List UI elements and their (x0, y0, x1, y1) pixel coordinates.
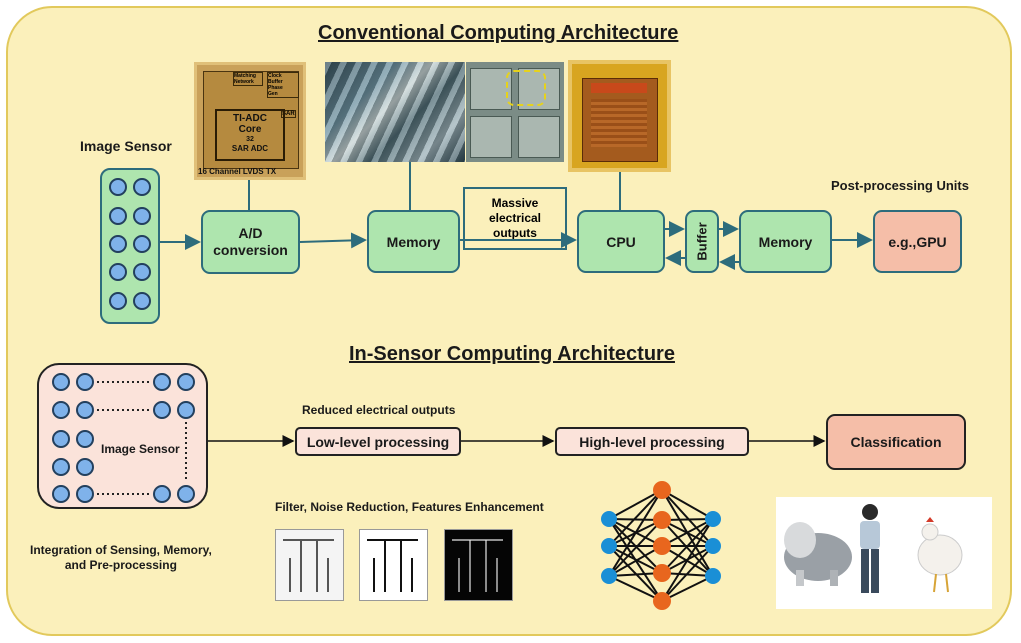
adc-tr-label: Clock Buffer Phase Gen (267, 72, 299, 98)
post-processing-label: Post-processing Units (831, 178, 969, 193)
ad-conversion-label: A/D conversion (213, 225, 288, 258)
reduced-outputs-label: Reduced electrical outputs (302, 403, 456, 417)
ad-conversion-box: A/D conversion (201, 210, 300, 274)
adc-line1: TI-ADC (233, 113, 267, 124)
cpu-chip-image (568, 60, 671, 172)
buffer-box: Buffer (685, 210, 719, 273)
classification-label: Classification (850, 434, 942, 450)
person-icon (860, 504, 880, 593)
classification-box: Classification (826, 414, 966, 470)
memory-circuit-image (466, 62, 564, 162)
filtered-shapes (283, 539, 503, 592)
high-level-processing-box: High-level processing (555, 427, 749, 456)
adc-tl-label: Matching Network (233, 72, 263, 86)
adc-footer-label: 16 Channel LVDS TX (198, 167, 277, 176)
adc-chip-image: Matching Network Clock Buffer Phase Gen … (194, 62, 306, 180)
memory-box-2: Memory (739, 210, 832, 273)
filtered-image-3 (444, 529, 513, 601)
memory-label-1: Memory (386, 233, 441, 250)
conventional-title: Conventional Computing Architecture (318, 22, 679, 44)
low-level-label: Low-level processing (306, 433, 450, 450)
adc-core-block: TI-ADC Core 32 SAR ADC (215, 109, 285, 161)
rooster-icon (917, 517, 963, 593)
integration-label: Integration of Sensing, Memory, and Pre-… (30, 543, 212, 572)
cpu-box: CPU (577, 210, 665, 273)
cpu-label: CPU (606, 233, 636, 250)
conventional-arrows (160, 162, 873, 270)
adc-line3: 32 (246, 136, 254, 143)
gpu-label: e.g.,GPU (888, 233, 947, 250)
gpu-box: e.g.,GPU (873, 210, 962, 273)
adc-line4: SAR ADC (231, 144, 269, 153)
filter-label: Filter, Noise Reduction, Features Enhanc… (275, 500, 544, 514)
sensor-dots (109, 178, 151, 310)
insensor-image-sensor-label: Image Sensor (101, 442, 180, 456)
image-sensor-label: Image Sensor (80, 138, 172, 154)
adc-sar-label: SAR (281, 110, 296, 118)
memory-chip-photo (325, 62, 465, 162)
adc-line2: Core (238, 124, 262, 135)
high-level-label: High-level processing (579, 433, 725, 450)
insensor-title: In-Sensor Computing Architecture (349, 343, 675, 365)
massive-outputs-label: Massive electrical outputs (488, 196, 542, 240)
low-level-processing-box: Low-level processing (295, 427, 461, 456)
insensor-dots (52, 373, 195, 503)
memory-label-2: Memory (758, 233, 813, 250)
neural-network (601, 481, 721, 610)
memory-box-1: Memory (367, 210, 460, 273)
dog-icon (784, 522, 852, 586)
